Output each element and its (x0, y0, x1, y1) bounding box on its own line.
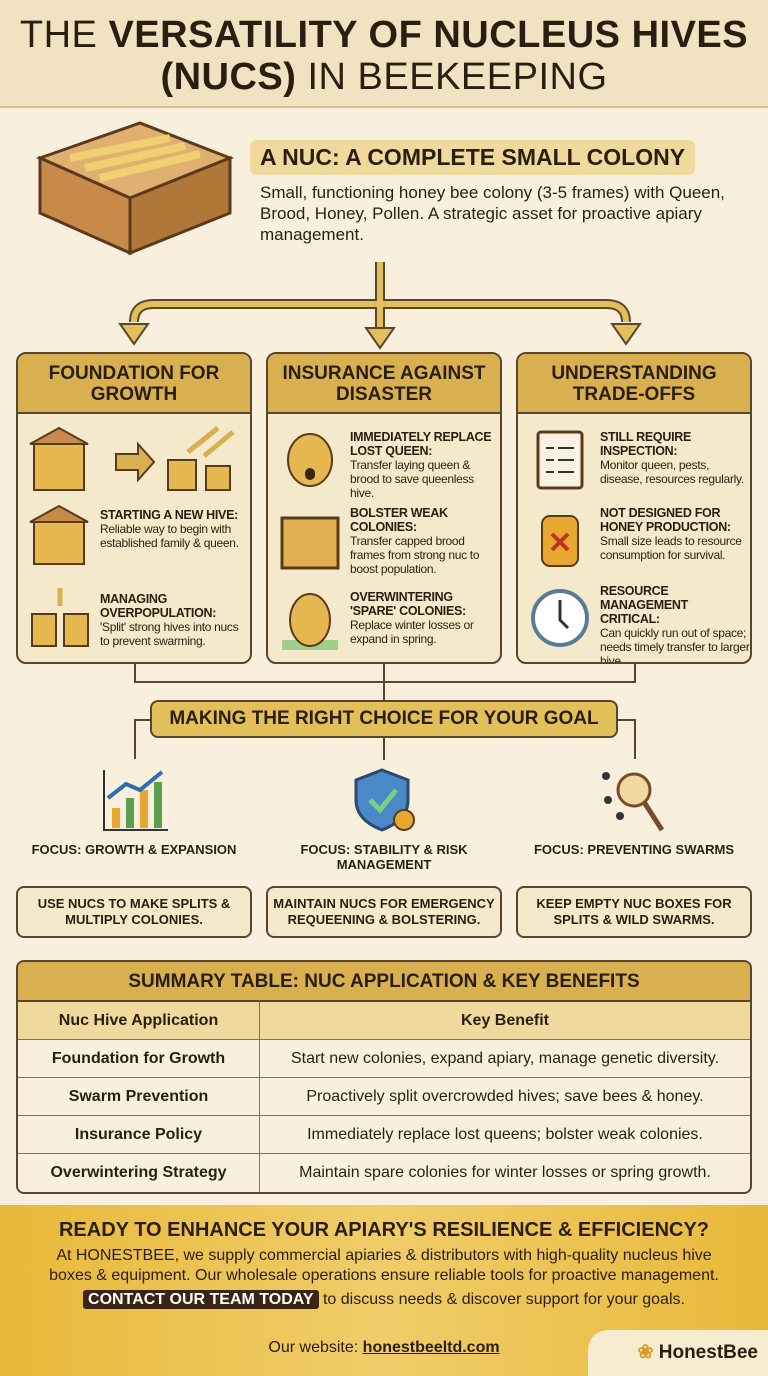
bee-net-icon (602, 772, 665, 832)
website-label: Our website: (268, 1339, 363, 1356)
winter-skep-icon (278, 588, 342, 652)
card-title: UNDERSTANDING TRADE-OFFS (518, 354, 750, 414)
list-item: STARTING A NEW HIVE:Reliable way to begi… (100, 508, 239, 550)
list-item: IMMEDIATELY REPLACE LOST QUEEN:Transfer … (350, 430, 492, 500)
goal-action: KEEP EMPTY NUC BOXES FOR SPLITS & WILD S… (516, 886, 752, 938)
website-link[interactable]: honestbeeltd.com (362, 1339, 500, 1356)
cta-rest: to discuss needs & discover support for … (318, 1291, 685, 1308)
list-item: MANAGING OVERPOPULATION:'Split' strong h… (100, 592, 239, 648)
brood-frame-icon (278, 510, 342, 574)
hive-split-icon (29, 426, 235, 491)
shield-gear-icon (354, 768, 415, 832)
clipboard-icon (528, 426, 592, 490)
card-title: FOUNDATION FOR GROWTH (18, 354, 250, 414)
skep-icon (278, 426, 342, 490)
choice-banner: MAKING THE RIGHT CHOICE FOR YOUR GOAL (150, 700, 618, 738)
page-title: THE VERSATILITY OF NUCLEUS HIVES (NUCS) … (0, 0, 768, 108)
intro-text: Small, functioning honey bee colony (3-5… (260, 183, 725, 244)
list-item: STILL REQUIRE INSPECTION:Monitor queen, … (600, 430, 744, 486)
honey-jar-x-icon (528, 506, 592, 570)
goal-action: MAINTAIN NUCS FOR EMERGENCY REQUEENING &… (266, 886, 502, 938)
list-item: NOT DESIGNED FOR HONEY PRODUCTION:Small … (600, 506, 742, 562)
table-header: Nuc Hive Application Key Benefit (18, 1002, 750, 1040)
nuc-box-icon (35, 121, 235, 256)
growth-chart-icon (103, 770, 168, 831)
honestbee-logo: ❀ HonestBee (588, 1330, 768, 1376)
summary-table: SUMMARY TABLE: NUC APPLICATION & KEY BEN… (16, 960, 752, 1194)
beehive-icon (28, 504, 92, 568)
header-cell: Nuc Hive Application (18, 1002, 260, 1039)
connector (383, 738, 385, 760)
list-item: RESOURCE MANAGEMENT CRITICAL:Can quickly… (600, 584, 750, 664)
clock-icon (528, 586, 592, 650)
footer-text: At HONESTBEE, we supply commercial apiar… (49, 1247, 719, 1284)
split-hives-icon (28, 586, 92, 650)
title-prefix: THE (19, 14, 109, 56)
table-title: SUMMARY TABLE: NUC APPLICATION & KEY BEN… (18, 962, 750, 1002)
footer-heading: READY TO ENHANCE YOUR APIARY'S RESILIENC… (58, 1219, 710, 1241)
connector (634, 719, 636, 759)
connector (383, 664, 385, 700)
focus-label: FOCUS: PREVENTING SWARMS (533, 842, 735, 857)
goal-action: USE NUCS TO MAKE SPLITS & MULTIPLY COLON… (16, 886, 252, 938)
flow-arrows (118, 262, 642, 350)
focus-label: FOCUS: STABILITY & RISK MANAGEMENT (300, 842, 468, 872)
connector (134, 681, 636, 683)
intro-heading: A NUC: A COMPLETE SMALL COLONY (250, 140, 696, 175)
bee-icon: ❀ (637, 1342, 659, 1363)
focus-label: FOCUS: GROWTH & EXPANSION (31, 842, 237, 857)
card-title: INSURANCE AGAINST DISASTER (268, 354, 500, 414)
title-bold-2: (NUCS) (160, 56, 297, 98)
title-rest: IN BEEKEEPING (296, 56, 608, 98)
card-tradeoffs: UNDERSTANDING TRADE-OFFS STILL REQUIRE I… (516, 352, 752, 664)
connector (134, 719, 136, 759)
logo-text: HonestBee (658, 1342, 758, 1363)
footer: READY TO ENHANCE YOUR APIARY'S RESILIENC… (0, 1205, 768, 1376)
card-foundation: FOUNDATION FOR GROWTH STARTING A NEW HIV… (16, 352, 252, 664)
connector (618, 719, 634, 721)
cta-line: CONTACT OUR TEAM TODAY to discuss needs … (0, 1290, 768, 1310)
connector (634, 664, 636, 682)
header-cell: Key Benefit (460, 1012, 550, 1029)
list-item: OVERWINTERING 'SPARE' COLONIES:Replace w… (350, 590, 474, 646)
contact-button[interactable]: CONTACT OUR TEAM TODAY (83, 1290, 319, 1309)
title-bold: VERSATILITY OF NUCLEUS HIVES (108, 14, 749, 56)
website-line: Our website: honestbeeltd.com (0, 1339, 768, 1357)
connector (134, 719, 150, 721)
list-item: BOLSTER WEAK COLONIES:Transfer capped br… (350, 506, 480, 576)
connector (134, 664, 136, 682)
card-insurance: INSURANCE AGAINST DISASTER IMMEDIATELY R… (266, 352, 502, 664)
